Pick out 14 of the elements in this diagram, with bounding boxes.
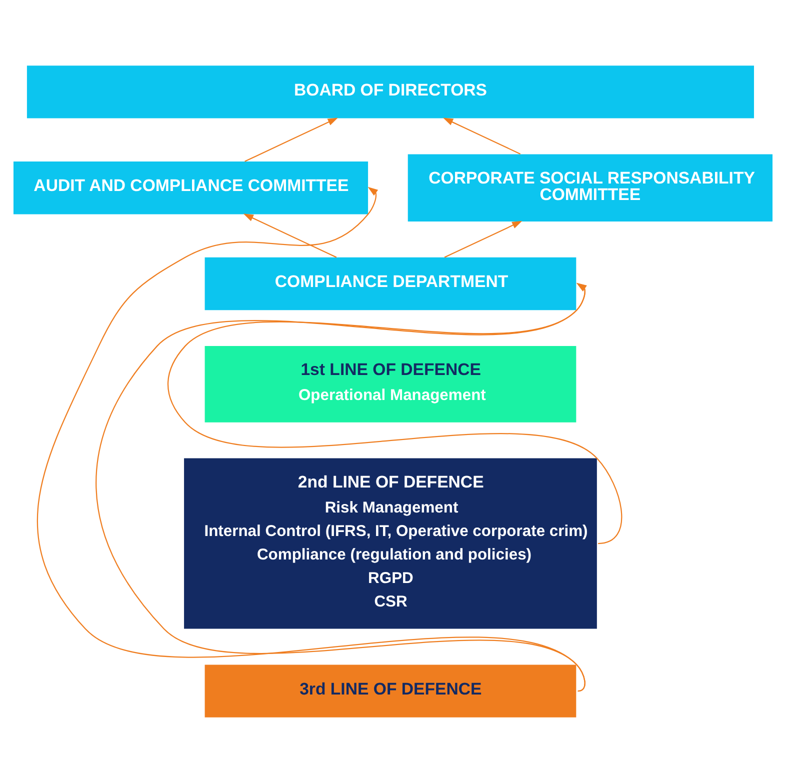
- arrow: [442, 117, 520, 154]
- node-box: AUDIT AND COMPLIANCE COMMITTEE: [13, 161, 368, 214]
- node-box: 3rd LINE OF DEFENCE: [204, 664, 576, 717]
- arrow: [95, 282, 586, 691]
- arrow: [167, 282, 622, 544]
- arrow: [444, 220, 522, 258]
- node-box: 2nd LINE OF DEFENCE Risk Management Internal Control (IFRS, IT, Operative corporate crim) Compliance (regulation and policies) RGPD CSR: [184, 458, 596, 628]
- node-box: CORPORATE SOCIAL RESPONSABILITY COMMITTEE: [407, 154, 772, 222]
- node-box: COMPLIANCE DEPARTMENT: [204, 256, 576, 310]
- arrow: [36, 186, 585, 691]
- node-box: BOARD OF DIRECTORS: [26, 65, 754, 118]
- node-box: 1st LINE OF DEFENCE Operational Management: [204, 346, 576, 422]
- arrow: [242, 213, 336, 258]
- arrow: [244, 117, 338, 162]
